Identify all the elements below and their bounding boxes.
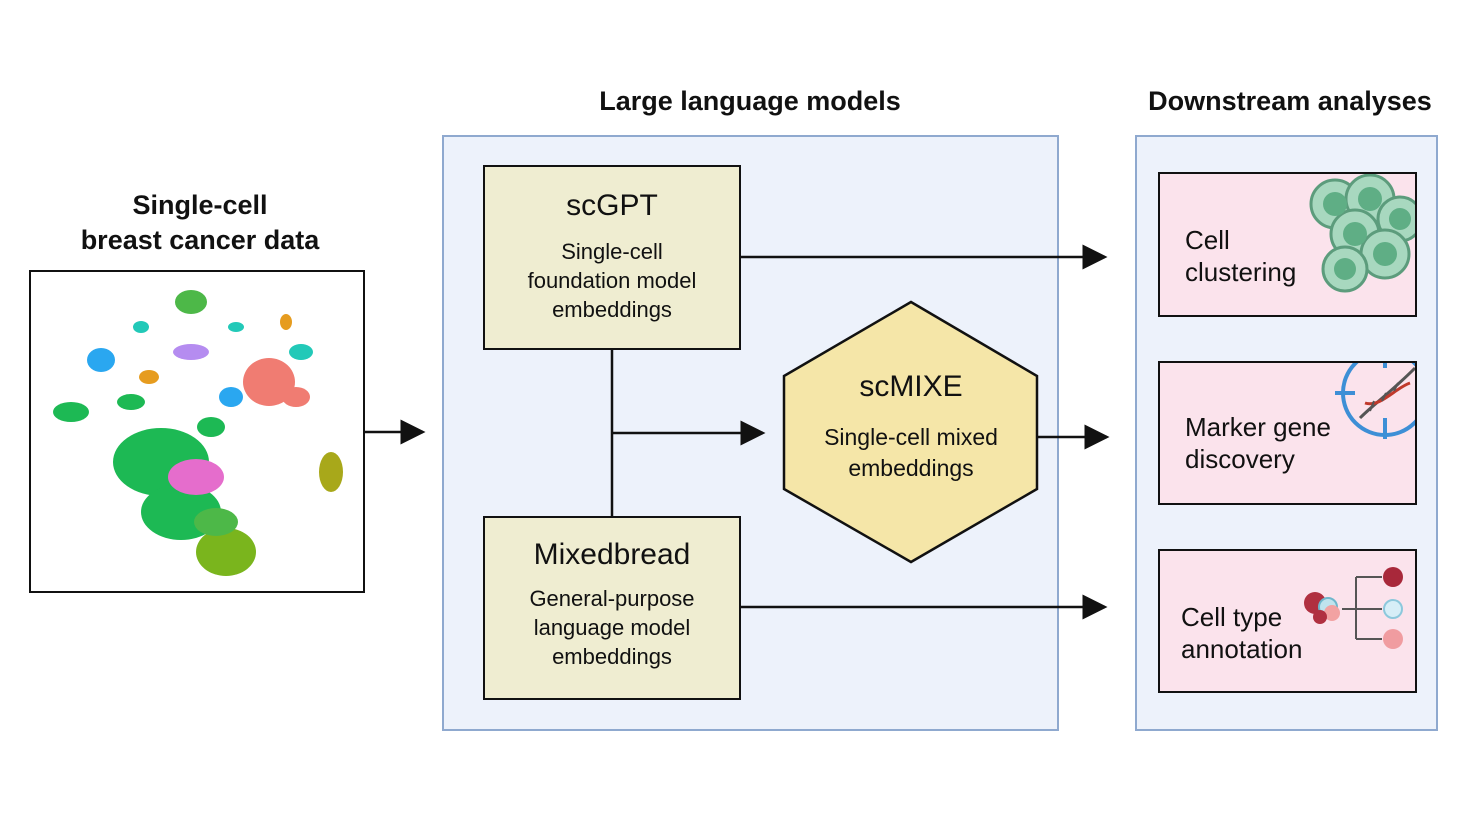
- scmixe-title: scMIXE: [859, 370, 963, 403]
- mixedbread-subtitle: General-purpose language model embedding…: [529, 586, 695, 669]
- scmixe-hexagon: [782, 300, 1039, 564]
- input-data-heading: Single-cell breast cancer data: [80, 190, 320, 255]
- cell-clustering-box: Cell clustering: [1158, 172, 1417, 317]
- umap-cluster: [133, 321, 149, 333]
- umap-cluster: [243, 358, 295, 406]
- umap-clusters: [53, 290, 343, 576]
- umap-cluster: [219, 387, 243, 407]
- scgpt-box: scGPT Single-cell foundation model embed…: [483, 165, 741, 350]
- umap-cluster: [280, 314, 292, 330]
- mixedbread-box: Mixedbread General-purpose language mode…: [483, 516, 741, 700]
- umap-plot: [29, 270, 365, 593]
- cell-clustering-label: Cell clustering: [1185, 225, 1297, 287]
- umap-cluster: [175, 290, 207, 314]
- umap-cluster: [228, 322, 244, 332]
- marker-gene-box: Marker gene discovery: [1158, 361, 1417, 505]
- scgpt-title: scGPT: [566, 189, 658, 222]
- umap-cluster: [289, 344, 313, 360]
- umap-cluster: [117, 394, 145, 410]
- cell-tree-icon: [1304, 567, 1403, 649]
- cell-type-annotation-box: Cell type annotation: [1158, 549, 1417, 693]
- umap-cluster: [173, 344, 209, 360]
- cell-type-annotation-label: Cell type annotation: [1181, 602, 1303, 664]
- umap-cluster: [319, 452, 343, 492]
- umap-cluster: [168, 459, 224, 495]
- llm-heading: Large language models: [599, 86, 901, 116]
- umap-cluster: [53, 402, 89, 422]
- umap-cluster: [139, 370, 159, 384]
- umap-cluster: [282, 387, 310, 407]
- umap-cluster: [197, 417, 225, 437]
- cell-cluster-icon: [1309, 174, 1415, 293]
- marker-gene-label: Marker gene discovery: [1185, 412, 1331, 474]
- downstream-heading: Downstream analyses: [1148, 86, 1432, 116]
- scmixe-subtitle: Single-cell mixed embeddings: [824, 424, 998, 481]
- umap-cluster: [194, 508, 238, 536]
- mixedbread-title: Mixedbread: [533, 538, 691, 571]
- umap-cluster: [196, 528, 256, 576]
- scgpt-subtitle: Single-cell foundation model embeddings: [527, 239, 697, 322]
- dna-target-icon: [1335, 363, 1415, 439]
- umap-cluster: [87, 348, 115, 372]
